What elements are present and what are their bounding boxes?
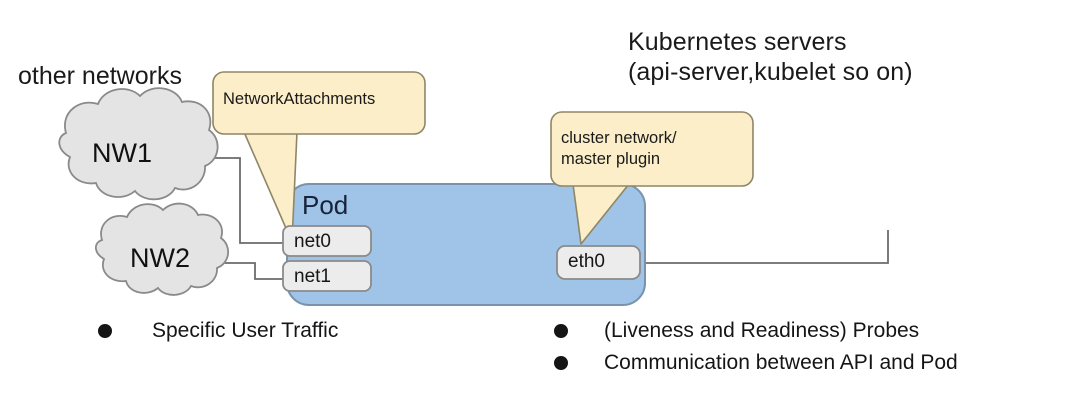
bullet-marker-left-0 <box>98 324 112 338</box>
cloud-nw1-shape <box>58 87 219 201</box>
cloud-label-nw1: NW1 <box>92 138 152 168</box>
bullet-markers <box>98 324 568 370</box>
cloud-nw2 <box>94 202 229 296</box>
interface-box-net1[interactable] <box>282 260 372 292</box>
interface-boxes <box>282 225 641 292</box>
pod-label: Pod <box>302 190 349 220</box>
callout-cluster-network <box>550 111 754 245</box>
bullet-left-0: Specific User Traffic <box>152 319 339 342</box>
callout-network-attachments-bubble <box>212 71 426 135</box>
heading-kubernetes-servers-line2: (api-server,kubelet so on) <box>628 57 913 86</box>
cloud-label-nw2: NW2 <box>130 243 190 273</box>
interface-label-net0: net0 <box>294 231 331 252</box>
bullet-right-1: Communication between API and Pod <box>604 351 958 374</box>
heading-kubernetes-servers: Kubernetes servers(api-server,kubelet so… <box>628 28 913 87</box>
callout-network-attachments <box>212 71 426 243</box>
bullet-marker-right-1 <box>554 356 568 370</box>
heading-other-networks: other networks <box>18 62 182 90</box>
interface-box-net0[interactable] <box>282 225 372 257</box>
bullet-marker-right-0 <box>554 324 568 338</box>
callout-cluster-network-bubble <box>550 111 754 187</box>
interface-label-net1: net1 <box>294 266 331 287</box>
connector-lines <box>205 157 889 280</box>
connector-nw2-to-net1 <box>216 262 290 280</box>
callout-cluster-network-label: cluster network/master plugin <box>561 128 677 171</box>
callout-cluster-network-line1: cluster network/ <box>561 129 677 147</box>
connector-nw1-to-net0 <box>205 157 290 244</box>
bullet-right-0: (Liveness and Readiness) Probes <box>604 319 920 342</box>
cloud-nw2-shape <box>94 202 229 296</box>
callout-cluster-network-line2: master plugin <box>561 150 661 169</box>
interface-box-eth0[interactable] <box>556 245 641 280</box>
connector-eth0-to-servers <box>638 230 889 264</box>
callout-network-attachments-label: NetworkAttachments <box>223 90 376 108</box>
cloud-nw1 <box>58 87 219 201</box>
heading-kubernetes-servers-line1: Kubernetes servers <box>628 28 847 56</box>
interface-label-eth0: eth0 <box>568 251 605 272</box>
